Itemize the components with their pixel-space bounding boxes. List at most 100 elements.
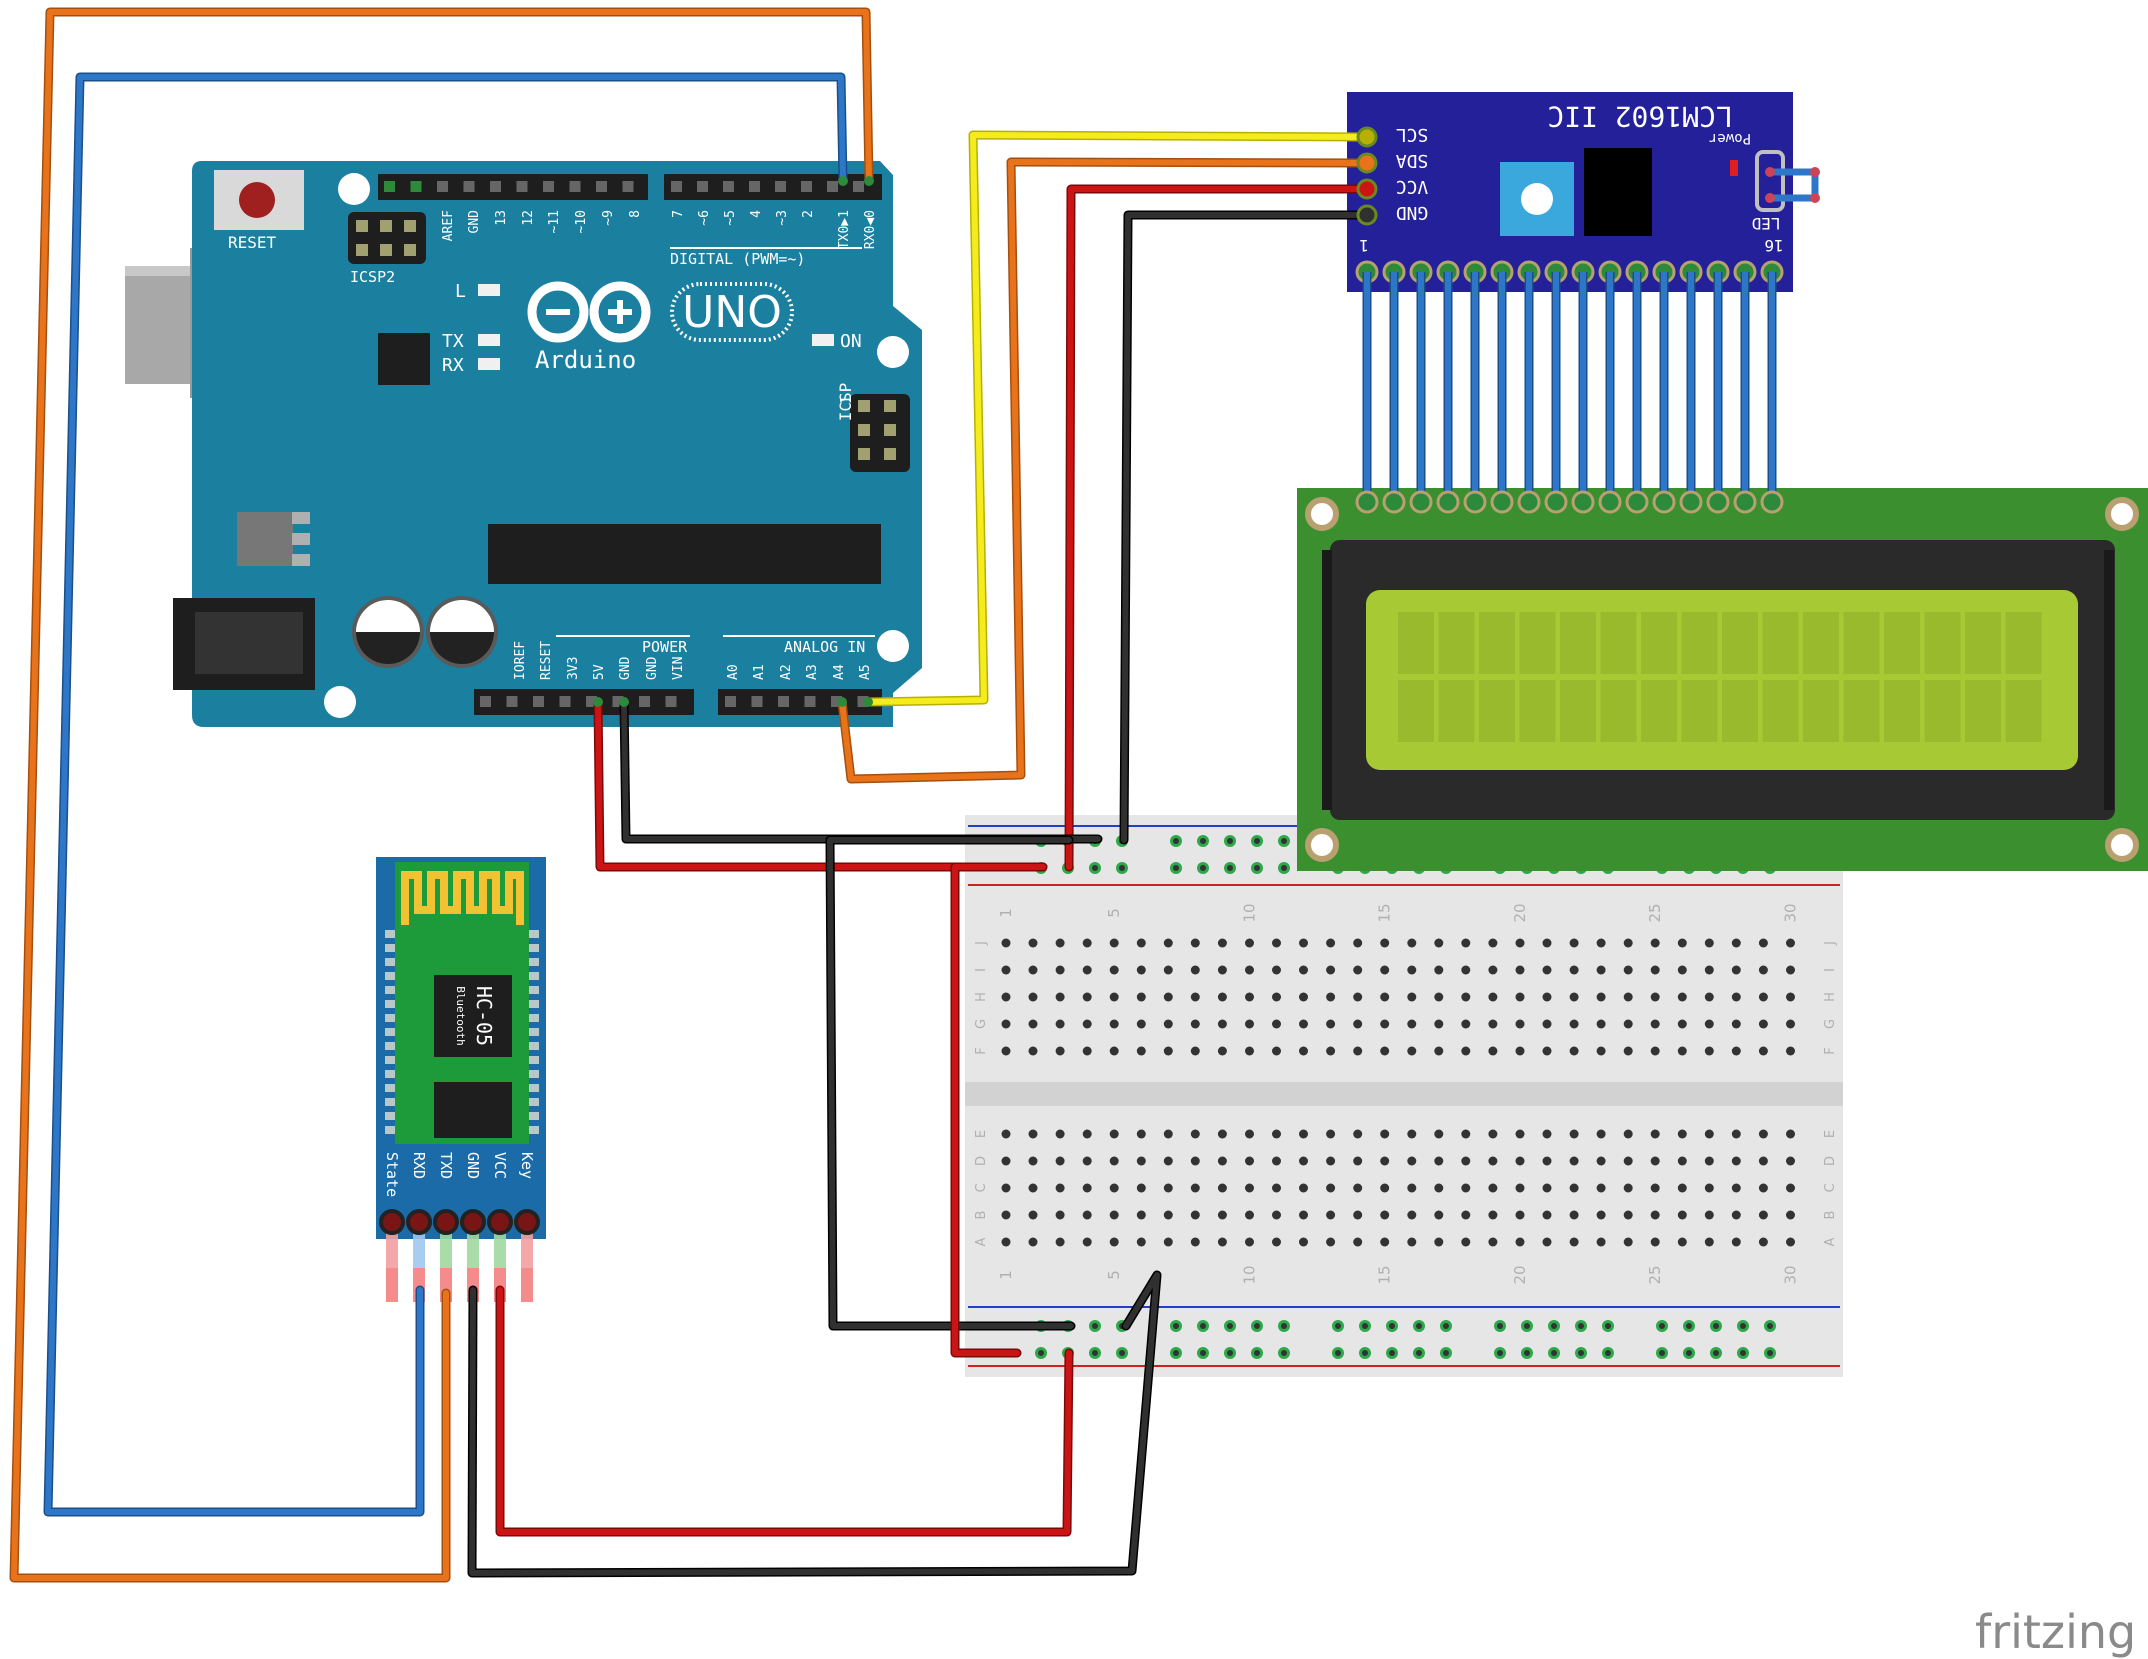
side-pad: [529, 1000, 539, 1008]
breadboard-hole: [1786, 1019, 1795, 1029]
lcd-pad: [1409, 490, 1433, 514]
lcd-pad: [1463, 490, 1487, 514]
on-led-icon: [812, 334, 834, 346]
header-pin: [639, 696, 650, 707]
column-label: 20: [1511, 903, 1529, 922]
power-pin-label: IOREF: [513, 641, 528, 680]
breadboard-hole: [1109, 1156, 1119, 1166]
breadboard-hole: [1786, 1237, 1795, 1247]
icsp2-label: ICSP2: [350, 268, 395, 286]
breadboard-hole: [1407, 965, 1417, 975]
header-pin: [559, 696, 571, 707]
breadboard-hole: [1217, 1237, 1227, 1247]
row-label: I: [1823, 968, 1838, 972]
breadboard-hole: [1109, 1237, 1119, 1247]
breadboard-hole: [1758, 1019, 1768, 1029]
breadboard-hole: [1245, 1019, 1254, 1029]
breadboard-hole: [1407, 1210, 1417, 1220]
side-pad: [385, 1042, 395, 1050]
lcd-cell: [2005, 612, 2042, 674]
reset-label: RESET: [228, 233, 277, 252]
hc05-pin-label: Key: [518, 1152, 536, 1179]
breadboard-hole: [1326, 1237, 1336, 1247]
breadboard-hole: [1028, 1210, 1038, 1220]
breadboard-hole: [1353, 1156, 1363, 1166]
header-pin: [410, 181, 422, 192]
side-pad: [385, 1028, 395, 1036]
breadboard-hole: [1380, 1019, 1390, 1029]
breadboard-hole: [1299, 1210, 1308, 1220]
header-pin: [751, 696, 763, 707]
wire-red-5v-to-rail: [595, 699, 1046, 870]
breadboard-hole: [1542, 1046, 1552, 1056]
fritzing-brand: fritzing: [1975, 1605, 2136, 1659]
header-pin: [775, 181, 786, 192]
breadboard-hole: [1623, 1129, 1633, 1139]
breadboard-hole: [1515, 1019, 1525, 1029]
breadboard-hole: [1434, 1046, 1444, 1056]
breadboard-hole: [1082, 965, 1092, 975]
pin-label-vcc: VCC: [1396, 176, 1429, 197]
header-pin: [622, 181, 634, 192]
breadboard-hole: [1542, 1183, 1552, 1193]
row-label: D: [1823, 1156, 1838, 1166]
lcd-cell: [1479, 680, 1515, 742]
breadboard-hole: [1353, 1183, 1363, 1193]
breadboard-hole: [1001, 992, 1011, 1002]
breadboard-hole: [1758, 1129, 1768, 1139]
l-led-label: L: [455, 281, 466, 302]
power-pin-label: A3: [805, 664, 820, 680]
breadboard-hole: [1569, 992, 1579, 1002]
breadboard-hole: [1488, 1210, 1498, 1220]
breadboard-hole: [1461, 1183, 1471, 1193]
side-pad: [529, 986, 539, 994]
digital-pin-label: 2: [801, 210, 816, 218]
digital-pin-label: ~3: [775, 210, 790, 226]
breadboard-hole: [1001, 1183, 1011, 1193]
icsp-pin: [884, 448, 896, 460]
atmega328-chip: [488, 524, 881, 584]
lcd-pad: [1598, 490, 1622, 514]
breadboard-hole: [1704, 1046, 1714, 1056]
side-pad: [385, 1098, 395, 1106]
breadboard-hole: [1461, 1237, 1471, 1247]
breadboard-hole: [1353, 1129, 1363, 1139]
breadboard-hole: [1217, 1210, 1227, 1220]
breadboard-hole: [1461, 992, 1471, 1002]
breadboard-hole: [1245, 1046, 1254, 1056]
digital-pin-label: 4: [749, 210, 764, 218]
breadboard-hole: [1326, 965, 1336, 975]
row-label: D: [974, 1156, 989, 1166]
row-label: C: [1823, 1183, 1838, 1192]
column-label: 1: [997, 908, 1015, 918]
breadboard-hole: [1786, 1129, 1795, 1139]
breadboard-holes: [1001, 835, 1795, 1359]
breadboard-hole: [1380, 1183, 1390, 1193]
breadboard-hole: [1326, 1156, 1336, 1166]
lcd-cell: [1641, 680, 1677, 742]
antenna-icon: [401, 871, 524, 925]
row-label: A: [1823, 1237, 1838, 1246]
side-pad: [385, 1000, 395, 1008]
lcd-cell: [1884, 680, 1920, 742]
row-label: F: [974, 1047, 989, 1054]
breadboard-hole: [1245, 1210, 1254, 1220]
breadboard-hole: [1596, 1019, 1606, 1029]
breadboard-hole: [1650, 1129, 1660, 1139]
lcd-cell: [1884, 612, 1920, 674]
breadboard-hole: [1488, 938, 1498, 948]
breadboard-hole: [1001, 1210, 1011, 1220]
power-pin-label: GND: [618, 656, 633, 680]
hc05-pin: [514, 1209, 540, 1235]
pin16-label: 16: [1764, 236, 1783, 255]
breadboard-hole: [1786, 992, 1795, 1002]
breadboard-hole: [1028, 1183, 1038, 1193]
power-pin-label: A2: [779, 664, 794, 680]
hc05-pin: [433, 1209, 459, 1235]
breadboard-hole: [1461, 965, 1471, 975]
infinity-logo-icon: [527, 281, 589, 343]
header-pin: [533, 696, 544, 707]
power-led-icon: [1730, 160, 1738, 176]
